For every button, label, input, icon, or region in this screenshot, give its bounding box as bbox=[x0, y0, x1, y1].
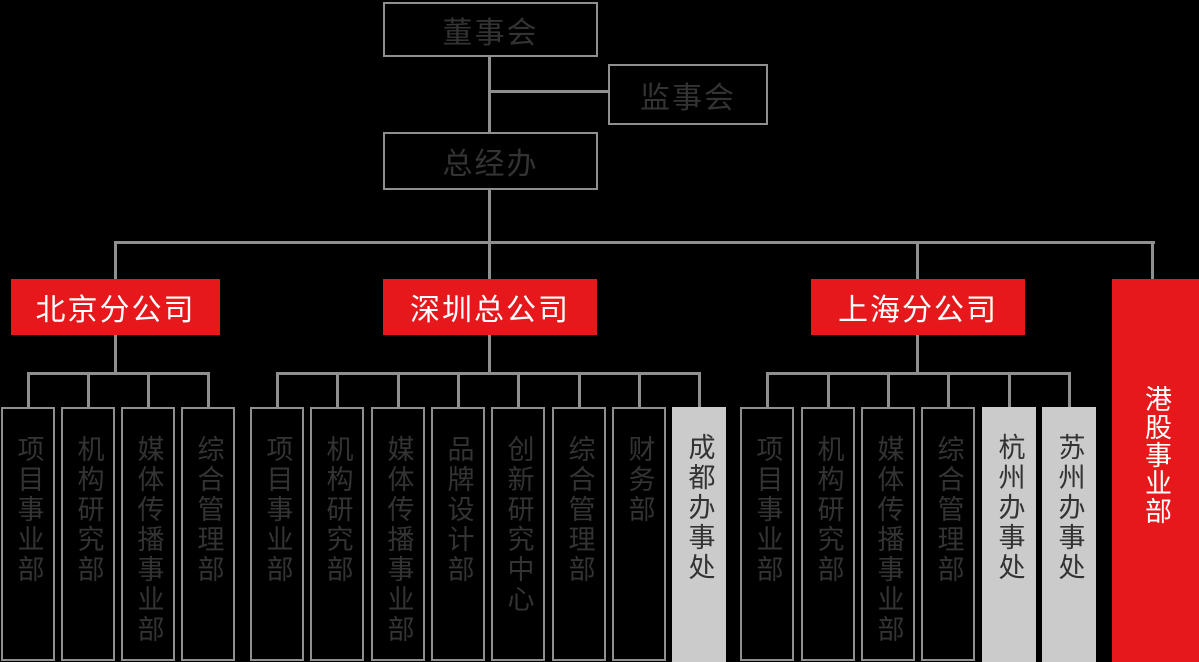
connector-shanghai-down bbox=[916, 335, 919, 375]
box-gm-office: 总经办 bbox=[383, 132, 598, 190]
box-board: 董事会 bbox=[383, 2, 598, 57]
dept-beijing-research: 机构研究部 bbox=[61, 407, 115, 661]
dept-shanghai-admin: 综合管理部 bbox=[921, 407, 975, 661]
connector-to-supervisory bbox=[488, 90, 608, 93]
dept-shenzhen-media: 媒体传播事业部 bbox=[371, 407, 425, 661]
dept-shenzhen-finance: 财务部 bbox=[612, 407, 666, 661]
dept-label: 综合管理部 bbox=[193, 435, 224, 585]
dept-shenzhen-admin: 综合管理部 bbox=[552, 407, 606, 661]
branch-shanghai-label: 上海分公司 bbox=[838, 294, 998, 327]
dept-shanghai-media: 媒体传播事业部 bbox=[861, 407, 915, 661]
connector-board-to-gm bbox=[488, 57, 491, 132]
box-supervisory: 监事会 bbox=[608, 64, 768, 125]
division-hk-stocks: 港股事业部 bbox=[1112, 279, 1199, 662]
dept-shanghai-research: 机构研究部 bbox=[801, 407, 855, 661]
stub bbox=[947, 372, 950, 407]
connector-shenzhen-group bbox=[276, 372, 701, 375]
dept-label: 媒体传播事业部 bbox=[133, 435, 164, 645]
dept-label: 项目事业部 bbox=[262, 435, 293, 585]
stub bbox=[457, 372, 460, 407]
connector-drop-shenzhen bbox=[488, 241, 491, 279]
dept-label: 品牌设计部 bbox=[443, 435, 474, 585]
dept-label: 机构研究部 bbox=[73, 435, 104, 585]
stub bbox=[1008, 372, 1011, 407]
stub bbox=[766, 372, 769, 407]
dept-beijing-project: 项目事业部 bbox=[1, 407, 55, 661]
stub bbox=[27, 372, 30, 407]
dept-label: 创新研究中心 bbox=[503, 435, 534, 615]
office-chengdu: 成都办事处 bbox=[672, 407, 726, 662]
dept-label: 机构研究部 bbox=[813, 435, 844, 585]
box-branch-beijing: 北京分公司 bbox=[11, 279, 220, 335]
gm-office-label: 总经办 bbox=[442, 148, 539, 181]
stub bbox=[517, 372, 520, 407]
connector-drop-hk bbox=[1151, 241, 1154, 281]
stub bbox=[638, 372, 641, 407]
branch-shenzhen-label: 深圳总公司 bbox=[410, 294, 570, 327]
connector-shanghai-group bbox=[766, 372, 1071, 375]
dept-shenzhen-project: 项目事业部 bbox=[250, 407, 304, 661]
stub bbox=[397, 372, 400, 407]
stub bbox=[276, 372, 279, 407]
connector-drop-shanghai bbox=[916, 241, 919, 279]
stub bbox=[207, 372, 210, 407]
dept-label: 媒体传播事业部 bbox=[873, 435, 904, 645]
office-label: 成都办事处 bbox=[684, 433, 715, 583]
office-suzhou: 苏州办事处 bbox=[1042, 407, 1096, 662]
stub bbox=[336, 372, 339, 407]
connector-main-horizontal bbox=[114, 241, 1155, 244]
dept-label: 项目事业部 bbox=[752, 435, 783, 585]
supervisory-label: 监事会 bbox=[640, 81, 736, 115]
office-label: 杭州办事处 bbox=[994, 433, 1025, 583]
division-hk-stocks-label: 港股事业部 bbox=[1141, 385, 1171, 525]
connector-shenzhen-down bbox=[488, 335, 491, 375]
stub bbox=[87, 372, 90, 407]
board-label: 董事会 bbox=[442, 16, 539, 50]
office-label: 苏州办事处 bbox=[1054, 433, 1085, 583]
stub bbox=[578, 372, 581, 407]
dept-label: 综合管理部 bbox=[933, 435, 964, 585]
dept-beijing-media: 媒体传播事业部 bbox=[121, 407, 175, 661]
stub bbox=[827, 372, 830, 407]
dept-shenzhen-innovation-center: 创新研究中心 bbox=[491, 407, 545, 661]
stub bbox=[1068, 372, 1071, 407]
connector-beijing-group bbox=[27, 372, 210, 375]
branch-beijing-label: 北京分公司 bbox=[35, 294, 196, 327]
dept-label: 媒体传播事业部 bbox=[383, 435, 414, 645]
connector-beijing-down bbox=[114, 335, 117, 375]
stub bbox=[698, 372, 701, 407]
office-hangzhou: 杭州办事处 bbox=[982, 407, 1036, 662]
dept-label: 综合管理部 bbox=[564, 435, 595, 585]
dept-label: 财务部 bbox=[624, 435, 655, 525]
dept-shenzhen-brand-design: 品牌设计部 bbox=[431, 407, 485, 661]
dept-label: 机构研究部 bbox=[322, 435, 353, 585]
connector-gm-down bbox=[488, 190, 491, 243]
box-branch-shenzhen: 深圳总公司 bbox=[383, 279, 597, 335]
dept-shanghai-project: 项目事业部 bbox=[740, 407, 794, 661]
dept-label: 项目事业部 bbox=[13, 435, 44, 585]
dept-shenzhen-research: 机构研究部 bbox=[310, 407, 364, 661]
dept-beijing-admin: 综合管理部 bbox=[181, 407, 235, 661]
stub bbox=[147, 372, 150, 407]
box-branch-shanghai: 上海分公司 bbox=[811, 279, 1025, 335]
stub bbox=[887, 372, 890, 407]
connector-drop-beijing bbox=[114, 241, 117, 279]
